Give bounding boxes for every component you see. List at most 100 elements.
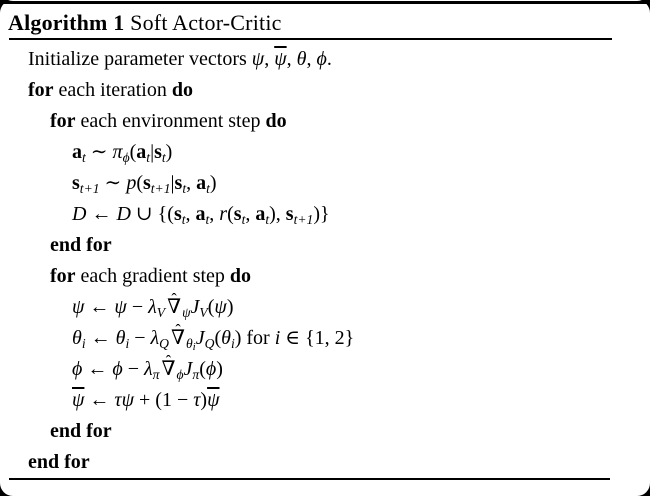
text-token: J	[195, 327, 205, 349]
algorithm-title: Algorithm 1 Soft Actor-Critic	[8, 9, 282, 37]
text-token: a	[72, 141, 82, 163]
text-token: τ	[193, 389, 201, 411]
text-token: π	[112, 141, 123, 163]
text-token: ψ	[207, 389, 220, 411]
text-token: ,	[286, 48, 297, 70]
text-token: π	[192, 367, 200, 383]
text-token: θ	[185, 336, 193, 352]
text-token: )	[165, 141, 173, 163]
text-token: ←	[85, 327, 116, 349]
text-token: −	[122, 358, 144, 380]
algorithm-bottom-rule	[9, 478, 610, 480]
text-token: t	[265, 212, 270, 228]
text-token: )	[226, 296, 234, 318]
text-token: )}	[313, 203, 330, 225]
text-token: Q	[159, 336, 169, 352]
text-token: r	[219, 203, 228, 225]
text-token: ,	[245, 203, 256, 225]
text-token: ϕ	[176, 367, 184, 383]
text-token: ϕ	[205, 358, 217, 380]
text-token: θ	[72, 327, 82, 349]
text-token: end for	[50, 234, 112, 256]
text-token: ϕ	[72, 358, 83, 380]
algo-line-4: at ∼ πϕ(at|st)	[0, 137, 650, 168]
text-token: (	[207, 296, 215, 318]
text-token: t	[181, 212, 186, 228]
text-token: for	[28, 79, 54, 101]
text-token: i	[192, 341, 196, 354]
text-token: t	[241, 212, 246, 228]
text-token: τψ	[114, 389, 135, 411]
text-token: ) for	[234, 327, 275, 349]
text-token: end for	[28, 451, 90, 473]
text-token: −	[129, 327, 151, 349]
algorithm-top-rule	[0, 1, 650, 4]
text-token: (	[136, 172, 143, 194]
text-token: θ	[296, 48, 307, 70]
text-token: (	[129, 141, 137, 163]
text-token: ∈ {1, 2}	[280, 327, 355, 349]
text-token: ,	[209, 203, 220, 225]
text-token: (	[199, 358, 206, 380]
algo-line-1: Initialize parameter vectors ψ, ψ, θ, ϕ.	[0, 44, 650, 75]
text-token: |	[170, 172, 175, 194]
text-token: λ	[144, 358, 153, 380]
text-token: ,	[186, 172, 197, 194]
algo-line-11: ϕ ← ϕ − λπ∇ϕJπ(ϕ)	[0, 354, 650, 385]
text-token: t	[206, 181, 210, 197]
text-token: ∇	[167, 292, 181, 323]
text-token: end for	[50, 420, 112, 442]
text-token: ,	[306, 48, 317, 70]
text-token: a	[196, 172, 207, 194]
text-token: ψ	[72, 389, 85, 411]
text-token: ψ	[274, 48, 287, 70]
text-token: t+1	[79, 181, 100, 197]
text-token: D	[116, 203, 131, 225]
text-token: do	[265, 110, 287, 132]
text-token: θ	[221, 327, 231, 349]
text-token: t+1	[293, 212, 314, 228]
text-token: ψ	[72, 296, 85, 318]
text-token: (	[214, 327, 222, 349]
text-token: s	[233, 203, 242, 225]
text-token: each environment step	[75, 110, 266, 132]
text-token: each iteration	[53, 79, 172, 101]
text-token: i	[274, 327, 281, 349]
algo-line-3: for each environment step do	[0, 106, 650, 137]
text-token: ←	[84, 296, 115, 318]
text-token: t	[205, 212, 210, 228]
text-token: i	[230, 336, 235, 352]
text-token: (	[227, 203, 234, 225]
text-token: ∪ {(	[130, 203, 174, 225]
text-token: π	[152, 367, 160, 383]
text-token: s	[154, 141, 162, 163]
text-token: s	[142, 172, 151, 194]
text-token: Algorithm 1	[8, 10, 125, 35]
text-token: )	[200, 389, 208, 411]
algo-line-8: for each gradient step do	[0, 261, 650, 292]
text-token: )	[209, 172, 217, 194]
algo-line-14: end for	[0, 447, 650, 478]
algo-line-10: θi ← θi − λQ∇θiJQ(θi) for i ∈ {1, 2}	[0, 323, 650, 354]
algo-line-6: D ← D ∪ {(st, at, r(st, at), st+1)}	[0, 199, 650, 230]
text-token: −	[126, 296, 149, 318]
text-token: s	[285, 203, 294, 225]
text-token: ∇	[171, 323, 185, 354]
text-token: s	[72, 172, 80, 194]
text-token: θ	[115, 327, 126, 349]
text-token: ∼	[99, 172, 127, 194]
algo-line-7: end for	[0, 230, 650, 261]
text-token: ∼	[85, 141, 113, 163]
algo-line-12: ψ ← τψ + (1 − τ)ψ	[0, 385, 650, 416]
text-token: p	[126, 172, 137, 194]
text-token: J	[183, 358, 193, 380]
text-token: each gradient step	[75, 265, 230, 287]
text-token: a	[136, 141, 147, 163]
text-token: Initialize parameter vectors	[28, 48, 252, 70]
text-token: a	[255, 203, 266, 225]
text-token: t	[82, 150, 86, 166]
text-token: t+1	[150, 181, 171, 197]
text-token: + (1 −	[134, 389, 194, 411]
algo-line-13: end for	[0, 416, 650, 447]
text-token: V	[156, 305, 166, 321]
